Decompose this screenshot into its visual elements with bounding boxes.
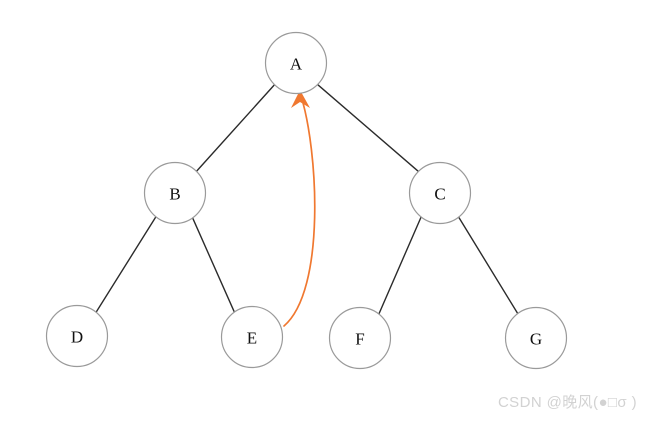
node-circle-d[interactable] <box>45 304 109 368</box>
node-label-a: A <box>290 55 303 74</box>
edge-c-g <box>457 216 519 314</box>
node-circle-b[interactable] <box>143 161 207 225</box>
back-edge-curve <box>283 95 316 327</box>
watermark-text: CSDN @晚风(●□σ ) <box>497 394 637 411</box>
node-a[interactable]: A <box>264 31 328 95</box>
node-circle-e[interactable] <box>220 305 284 369</box>
node-b[interactable]: B <box>143 161 207 225</box>
node-circle-a[interactable] <box>264 31 328 95</box>
node-label-f: F <box>355 330 364 349</box>
node-g[interactable]: G <box>504 306 568 370</box>
node-label-e: E <box>247 329 257 348</box>
node-label-c: C <box>434 185 445 204</box>
node-circle-c[interactable] <box>408 161 472 225</box>
edge-b-e <box>192 217 235 313</box>
edge-group <box>95 83 519 316</box>
node-circle-g[interactable] <box>504 306 568 370</box>
node-c[interactable]: C <box>408 161 472 225</box>
back-edge-e-to-a <box>283 90 316 327</box>
node-d[interactable]: D <box>45 304 109 368</box>
edge-a-b <box>195 83 276 173</box>
node-label-b: B <box>169 185 180 204</box>
node-f[interactable]: F <box>328 306 392 370</box>
edge-c-f <box>377 215 423 316</box>
node-label-g: G <box>530 330 542 349</box>
edge-a-c <box>317 84 419 172</box>
node-label-d: D <box>71 328 83 347</box>
edge-b-d <box>95 215 157 314</box>
back-edge-arrowhead <box>291 90 310 108</box>
node-circle-f[interactable] <box>328 306 392 370</box>
node-e[interactable]: E <box>220 305 284 369</box>
